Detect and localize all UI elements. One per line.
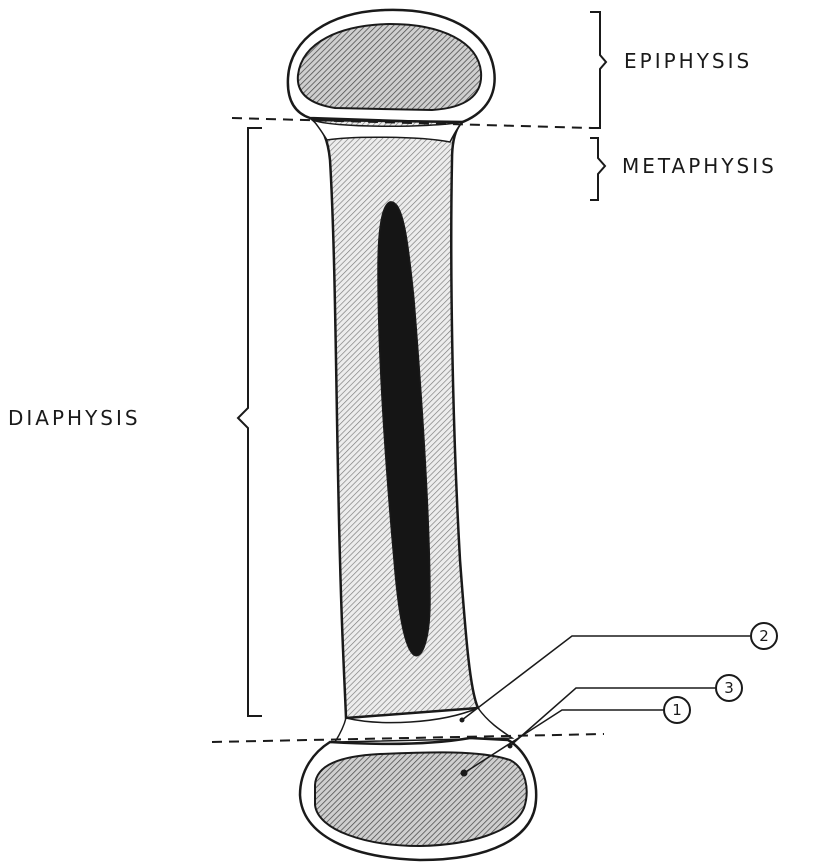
callout-2: 2 <box>751 623 777 649</box>
leader-dot-2 <box>460 718 465 723</box>
leader-line-2 <box>462 636 750 720</box>
bone-shaft <box>313 120 512 742</box>
callout-1-number: 1 <box>672 701 682 719</box>
lower-epiphysis-center <box>315 752 527 846</box>
label-metaphysis: METAPHYSIS <box>622 154 777 178</box>
label-diaphysis: DIAPHYSIS <box>8 406 141 430</box>
upper-epiphysis <box>288 10 495 123</box>
callout-2-number: 2 <box>759 627 769 645</box>
lower-epiphysis <box>300 738 536 860</box>
callout-3: 3 <box>716 675 742 701</box>
callout-3-number: 3 <box>724 679 734 697</box>
leader-dot-1 <box>461 770 468 777</box>
label-epiphysis: EPIPHYSIS <box>624 49 752 73</box>
diaphysis-bracket <box>238 128 262 716</box>
metaphysis-bracket <box>590 138 605 200</box>
epiphysis-bracket <box>590 12 606 128</box>
callout-1: 1 <box>664 697 690 723</box>
